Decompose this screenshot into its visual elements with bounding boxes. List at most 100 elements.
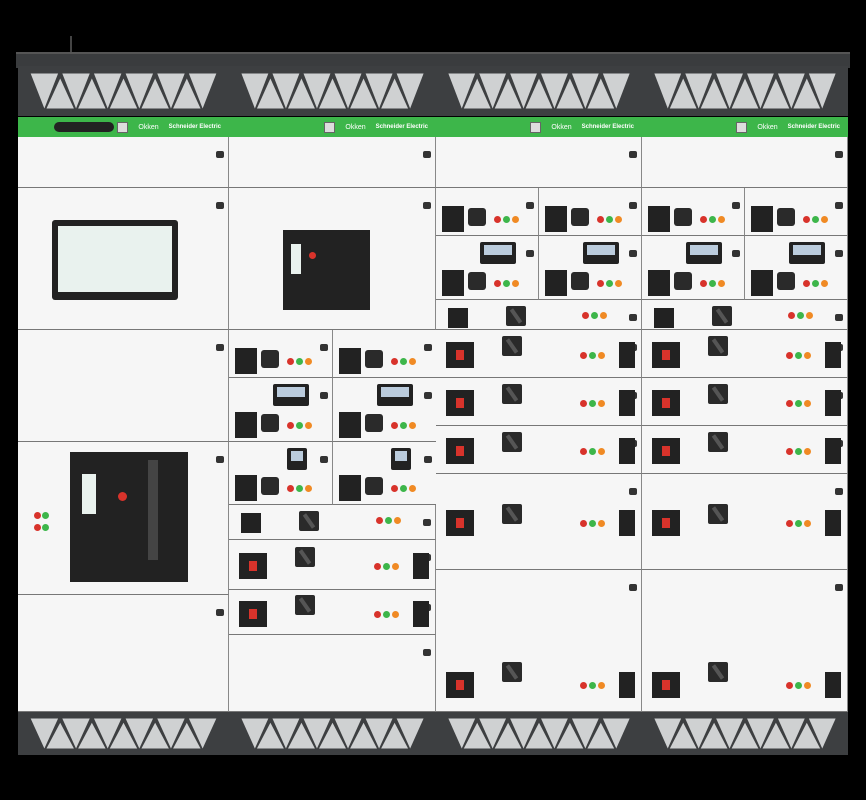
breaker-toggle[interactable] [249, 561, 257, 571]
breaker-off-button[interactable] [118, 492, 127, 501]
rotary-handle[interactable] [708, 504, 728, 524]
rotary-handle[interactable] [365, 414, 383, 432]
rotary-handle[interactable] [502, 384, 522, 404]
rotary-handle[interactable] [295, 547, 315, 567]
drawer-meter[interactable] [436, 236, 539, 300]
door-handle[interactable] [526, 202, 534, 209]
drawer-blank[interactable] [18, 330, 229, 442]
rotary-handle[interactable] [468, 208, 486, 226]
rotary-handle[interactable] [506, 306, 526, 326]
drawer-blank[interactable] [436, 137, 642, 188]
drawer-blank[interactable] [229, 137, 436, 188]
breaker-toggle[interactable] [456, 680, 464, 690]
feeder-breaker[interactable] [339, 475, 361, 501]
rotary-handle[interactable] [777, 208, 795, 226]
door-handle[interactable] [629, 151, 637, 158]
door-handle[interactable] [423, 151, 431, 158]
door-handle[interactable] [423, 202, 431, 209]
door-handle[interactable] [320, 456, 328, 463]
feeder-breaker[interactable] [442, 270, 464, 296]
breaker-handle[interactable] [148, 460, 158, 560]
drawer-rotary[interactable] [642, 330, 848, 378]
door-handle[interactable] [629, 488, 637, 495]
door-handle[interactable] [629, 584, 637, 591]
door-handle[interactable] [423, 649, 431, 656]
door-handle[interactable] [216, 151, 224, 158]
door-handle[interactable] [526, 250, 534, 257]
rotary-handle[interactable] [365, 350, 383, 368]
drawer-blank[interactable] [229, 635, 436, 712]
rotary-handle[interactable] [712, 306, 732, 326]
door-handle[interactable] [835, 314, 843, 321]
breaker-toggle[interactable] [456, 446, 464, 456]
drawer-meter[interactable] [539, 236, 642, 300]
drawer-meter2[interactable] [229, 442, 333, 505]
drawer-feeder[interactable] [333, 330, 437, 378]
door-handle[interactable] [216, 202, 224, 209]
drawer-breaker[interactable] [229, 188, 436, 330]
rotary-handle[interactable] [571, 272, 589, 290]
door-handle[interactable] [629, 250, 637, 257]
drawer-small[interactable] [229, 505, 436, 540]
drawer-meter2[interactable] [333, 442, 437, 505]
air-circuit-breaker[interactable] [34, 452, 188, 582]
drawer-acb[interactable] [18, 442, 229, 595]
drawer-feeder[interactable] [229, 330, 333, 378]
door-handle[interactable] [320, 344, 328, 351]
door-handle[interactable] [216, 609, 224, 616]
drawer-rotary[interactable] [436, 474, 642, 570]
breaker-off-button[interactable] [309, 252, 316, 259]
drawer-blank[interactable] [18, 595, 229, 712]
door-handle[interactable] [732, 202, 740, 209]
drawer-rotarylow[interactable] [436, 570, 642, 712]
breaker-toggle[interactable] [456, 398, 464, 408]
drawer-small[interactable] [436, 300, 642, 330]
rotary-handle[interactable] [261, 350, 279, 368]
door-handle[interactable] [216, 344, 224, 351]
rotary-handle[interactable] [502, 504, 522, 524]
breaker-toggle[interactable] [456, 518, 464, 528]
breaker-toggle[interactable] [249, 609, 257, 619]
door-handle[interactable] [835, 151, 843, 158]
drawer-rotary[interactable] [229, 540, 436, 590]
feeder-breaker[interactable] [448, 308, 468, 328]
rotary-handle[interactable] [502, 662, 522, 682]
feeder-breaker[interactable] [235, 412, 257, 438]
drawer-blank[interactable] [642, 137, 848, 188]
feeder-breaker[interactable] [339, 348, 361, 374]
rotary-handle[interactable] [674, 208, 692, 226]
rotary-handle[interactable] [502, 432, 522, 452]
hmi-touchscreen[interactable] [52, 220, 178, 300]
drawer-rotarylow[interactable] [642, 570, 848, 712]
door-handle[interactable] [835, 250, 843, 257]
drawer-meter[interactable] [333, 378, 437, 442]
breaker-toggle[interactable] [456, 350, 464, 360]
feeder-breaker[interactable] [339, 412, 361, 438]
drawer-feeder[interactable] [745, 188, 848, 236]
rotary-handle[interactable] [295, 595, 315, 615]
drawer-feeder[interactable] [436, 188, 539, 236]
feeder-breaker[interactable] [442, 206, 464, 232]
drawer-feeder[interactable] [539, 188, 642, 236]
rotary-handle[interactable] [708, 662, 728, 682]
feeder-breaker[interactable] [241, 513, 261, 533]
rotary-handle[interactable] [571, 208, 589, 226]
rotary-handle[interactable] [708, 384, 728, 404]
drawer-rotary[interactable] [436, 378, 642, 426]
feeder-breaker[interactable] [648, 270, 670, 296]
feeder-breaker[interactable] [751, 206, 773, 232]
rotary-handle[interactable] [708, 432, 728, 452]
door-handle[interactable] [216, 456, 224, 463]
rotary-handle[interactable] [299, 511, 319, 531]
door-handle[interactable] [424, 344, 432, 351]
rotary-handle[interactable] [674, 272, 692, 290]
door-handle[interactable] [732, 250, 740, 257]
feeder-breaker[interactable] [751, 270, 773, 296]
door-handle[interactable] [424, 392, 432, 399]
rotary-handle[interactable] [261, 414, 279, 432]
feeder-breaker[interactable] [654, 308, 674, 328]
drawer-small[interactable] [642, 300, 848, 330]
rotary-handle[interactable] [777, 272, 795, 290]
door-handle[interactable] [424, 456, 432, 463]
drawer-meter[interactable] [229, 378, 333, 442]
